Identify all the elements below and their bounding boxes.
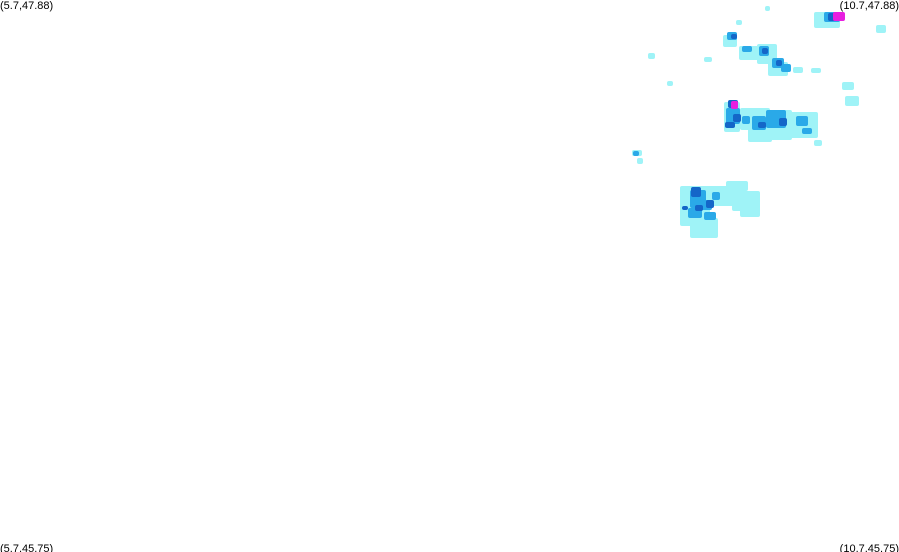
light-precipitation-cell xyxy=(690,218,718,238)
moderate-precipitation-cell xyxy=(781,64,791,72)
light-precipitation-cell xyxy=(648,53,655,59)
moderate-precipitation-cell xyxy=(796,116,808,126)
extreme-precipitation-cell xyxy=(833,12,845,21)
heavy-precipitation-cell xyxy=(695,205,703,211)
heavy-precipitation-cell xyxy=(776,60,782,66)
light-precipitation-cell xyxy=(736,20,742,25)
moderate-precipitation-cell xyxy=(742,116,750,124)
heavy-precipitation-cell xyxy=(706,200,714,208)
heavy-precipitation-cell xyxy=(725,122,735,128)
light-precipitation-cell xyxy=(748,128,772,142)
corner-label-top-left: (5.7,47.88) xyxy=(0,0,54,12)
light-precipitation-cell xyxy=(704,57,712,62)
heavy-precipitation-cell xyxy=(733,114,741,122)
moderate-precipitation-cell xyxy=(742,46,752,52)
light-precipitation-cell xyxy=(811,68,821,73)
light-precipitation-cell xyxy=(667,81,673,86)
light-precipitation-cell xyxy=(876,25,886,33)
moderate-precipitation-cell xyxy=(633,151,639,156)
light-precipitation-cell xyxy=(845,96,859,106)
light-precipitation-cell xyxy=(793,67,803,73)
heavy-precipitation-cell xyxy=(691,187,701,197)
extreme-precipitation-layer xyxy=(731,12,845,109)
extreme-precipitation-cell xyxy=(731,101,738,109)
light-precipitation-cell xyxy=(814,140,822,146)
corner-label-top-right: (10.7,47.88) xyxy=(839,0,899,12)
heavy-precipitation-cell xyxy=(779,118,787,126)
moderate-precipitation-cell xyxy=(704,212,716,220)
light-precipitation-cell xyxy=(842,82,854,90)
heavy-precipitation-cell xyxy=(762,48,768,54)
light-precipitation-cell xyxy=(740,203,760,217)
light-precipitation-cell xyxy=(637,158,643,164)
corner-label-bottom-right: (10.7,45.75) xyxy=(839,543,899,552)
moderate-precipitation-cell xyxy=(712,192,720,200)
light-precipitation-cell xyxy=(765,6,770,11)
heavy-precipitation-cell xyxy=(682,206,688,210)
heavy-precipitation-cell xyxy=(731,34,737,39)
corner-label-bottom-left: (5.7,45.75) xyxy=(0,543,54,552)
heavy-precipitation-cell xyxy=(758,122,766,128)
light-precipitation-cell xyxy=(726,181,748,191)
moderate-precipitation-cell xyxy=(802,128,812,134)
